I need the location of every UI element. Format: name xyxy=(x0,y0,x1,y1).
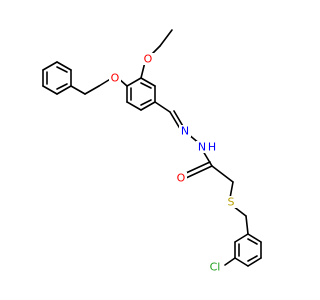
chlorine-label: Cl xyxy=(210,261,221,274)
amide-carbonyl xyxy=(185,161,234,183)
central-benzene-ring xyxy=(126,77,156,111)
atom-labels: O O N N H O S Cl xyxy=(109,53,237,274)
sulfur-label: S xyxy=(228,196,235,209)
imine-nitrogen-label: N xyxy=(181,125,189,138)
benzyl-phenyl-ring xyxy=(42,61,72,95)
chlorophenyl-ring xyxy=(224,233,262,267)
molecule-structure: O O N N H O S Cl xyxy=(42,29,262,274)
ether-oxygen-label: O xyxy=(111,72,120,85)
amide-hydrogen-label: H xyxy=(208,141,216,154)
ethoxy-oxygen-label: O xyxy=(144,53,153,66)
amide-nitrogen-label: N xyxy=(198,141,206,154)
carbonyl-oxygen-label: O xyxy=(177,172,186,185)
